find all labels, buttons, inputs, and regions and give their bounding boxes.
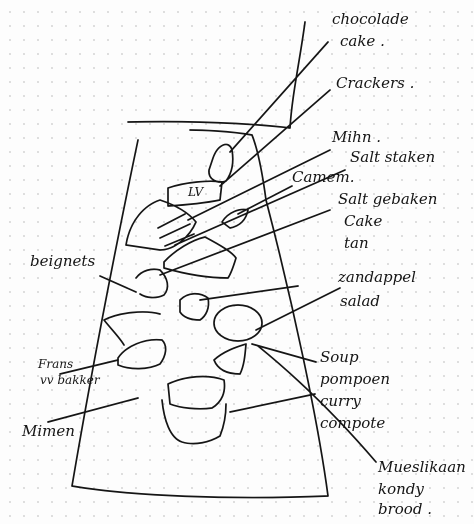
pointer-mihn <box>187 149 331 221</box>
cheese-square-shape <box>179 292 210 321</box>
annotation-salt-cake-line2: Cake <box>344 212 383 230</box>
annotation-soup-line1: Soup <box>320 348 359 366</box>
annotation-chocolate-cake-line2: cake . <box>340 32 385 50</box>
annotation-soup-line3: curry <box>320 392 361 410</box>
annotation-chocolate-cake-line1: chocolade <box>332 10 409 28</box>
pointer-bread <box>229 393 316 413</box>
annotation-bread-line3: brood . <box>378 500 432 518</box>
chocolate-cake-shape <box>208 143 234 183</box>
annotation-vegetables-line1: Frans <box>38 357 74 371</box>
salt-cake-shape <box>163 236 237 279</box>
pointer-vegetables <box>59 359 119 375</box>
crackers-shape <box>125 199 197 251</box>
lv-mark: LV <box>188 185 204 199</box>
annotation-soup-line2: pompoen <box>320 370 391 388</box>
pointer-cheese-square <box>199 285 299 301</box>
annotation-vegetables-line2: vv bakker <box>40 373 100 387</box>
annotation-bread-line1: Mueslikaan <box>378 458 466 476</box>
annotation-salt-cake-line3: tan <box>344 234 369 252</box>
pointer-mimen <box>47 397 139 423</box>
pointer-crackers <box>219 89 331 187</box>
salad-shape <box>213 304 263 342</box>
pointer-beignets <box>99 275 137 293</box>
pointer-salt <box>174 169 346 246</box>
pointer-camembert <box>237 185 293 215</box>
vegetables-shape <box>103 311 161 346</box>
pointer-bread-right <box>257 345 377 463</box>
lv-box-shape <box>167 180 223 207</box>
annotation-bread-line2: kondy <box>378 480 424 498</box>
annotation-mihn: Mihn . <box>332 128 382 146</box>
pointer-salt-cake <box>159 209 331 276</box>
annotation-salt: Salt staken <box>350 148 436 166</box>
tray-outline <box>71 21 329 499</box>
annotation-salad-line1: zandappel <box>338 268 416 286</box>
beignets-shape <box>135 268 169 299</box>
camembert-shape <box>221 208 249 229</box>
annotation-mimen: Mimen <box>22 422 75 440</box>
annotation-camembert: Camem. <box>292 168 355 186</box>
annotation-beignets: beignets <box>30 252 96 270</box>
annotation-salad-line2: salad <box>340 292 380 310</box>
bread-bowl-shape <box>161 375 227 445</box>
vegetables-pot-shape <box>117 338 167 370</box>
annotation-crackers: Crackers . <box>336 74 415 92</box>
annotation-salt-cake-line1: Salt gebaken <box>338 190 438 208</box>
pointer-chocolate-cake <box>229 41 329 153</box>
pointer-salad <box>255 287 341 331</box>
annotation-soup-line4: compote <box>320 414 386 432</box>
pointer-soup <box>251 343 317 363</box>
soup-wedge-shape <box>213 343 247 375</box>
